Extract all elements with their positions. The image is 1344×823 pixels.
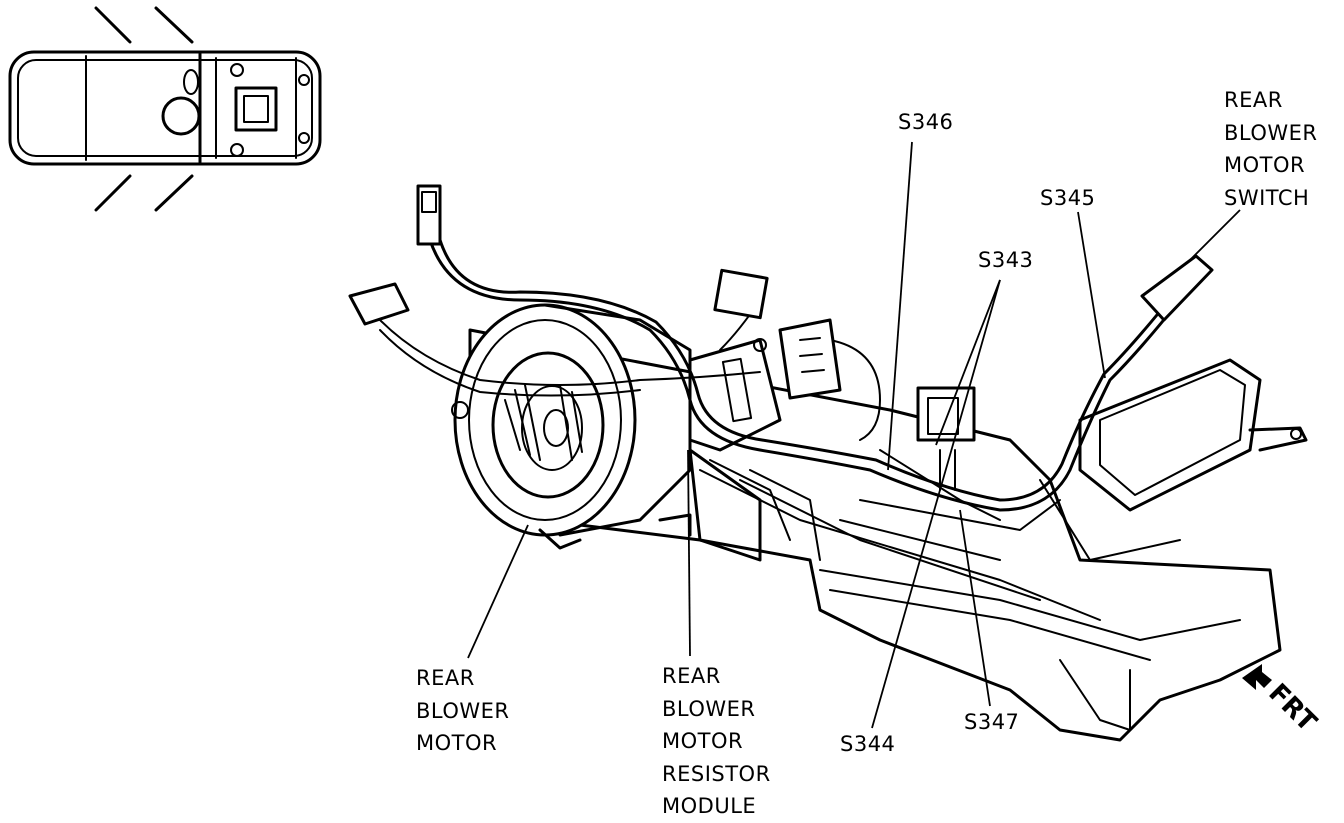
front-direction-label: FRT bbox=[1262, 678, 1322, 738]
connectors bbox=[348, 184, 1214, 442]
blower-housing bbox=[451, 303, 692, 550]
label-rear-blower-motor: REAR BLOWER MOTOR bbox=[416, 666, 510, 755]
splice-s347: S347 bbox=[964, 710, 1020, 734]
hvac-module-housing bbox=[468, 328, 1308, 742]
wiring-harness bbox=[379, 238, 1182, 521]
label-rear-blower-motor-switch: REAR BLOWER MOTOR SWITCH bbox=[1224, 88, 1318, 210]
label-rear-blower-motor-resistor-module: REAR BLOWER MOTOR RESISTOR MODULE bbox=[662, 664, 771, 818]
splice-s344: S344 bbox=[840, 732, 896, 756]
vehicle-top-view-icon bbox=[8, 6, 322, 212]
splice-s345: S345 bbox=[1040, 186, 1096, 210]
leader-lines bbox=[467, 141, 1241, 729]
resistor-module bbox=[688, 338, 782, 452]
front-arrow-icon: FRT bbox=[1242, 664, 1322, 738]
splice-s343: S343 bbox=[978, 248, 1034, 272]
splice-s346: S346 bbox=[898, 110, 954, 134]
